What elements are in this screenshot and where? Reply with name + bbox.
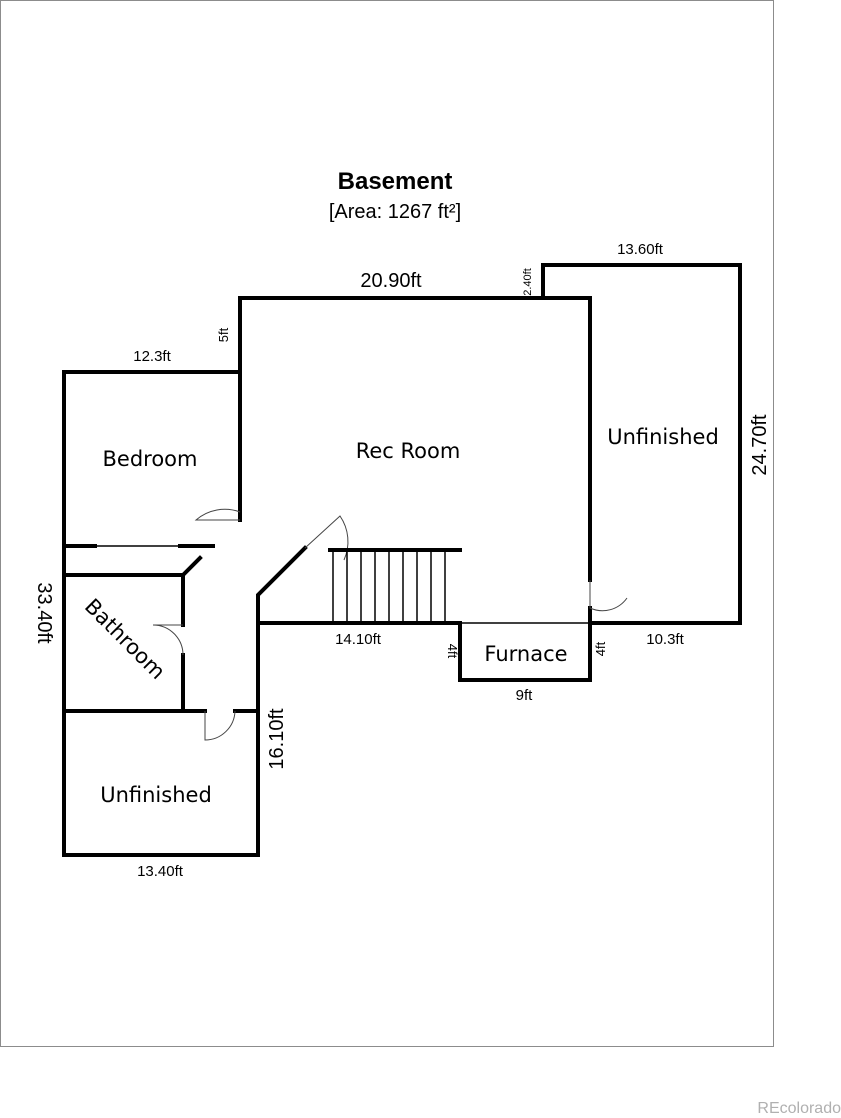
floor-area: [Area: 1267 ft²] <box>328 201 462 223</box>
rec-room-bottom-wall <box>256 545 308 625</box>
bedroom-walls <box>62 370 242 857</box>
dim-left-side: 33.40ft <box>33 582 55 644</box>
rec-room-label: Rec Room <box>356 439 461 463</box>
bathroom-label: Bathroom <box>80 594 170 684</box>
stairs <box>328 548 462 621</box>
unfinished-bottom-label: Unfinished <box>100 783 212 807</box>
unfinished-right-walls <box>541 263 742 625</box>
room-labels: Bedroom Rec Room Unfinished Bathroom Unf… <box>80 425 719 807</box>
unfinished-bottom-walls <box>62 621 260 857</box>
floorplan-frame <box>0 0 774 1047</box>
dim-furnace-left: 4ft <box>445 644 460 659</box>
dim-bedroom-top: 12.3ft <box>133 348 171 365</box>
floor-title: Basement <box>337 168 453 195</box>
walls <box>62 263 742 857</box>
door-tracks <box>95 545 590 624</box>
dimension-labels: 20.90ft 13.60ft 2.40ft 12.3ft 5ft 24.70f… <box>33 241 771 880</box>
bedroom-label: Bedroom <box>103 447 198 471</box>
rec-room-door-arc <box>304 515 349 561</box>
dim-right-top: 13.60ft <box>617 241 664 258</box>
dim-bedroom-offset: 5ft <box>216 327 231 342</box>
dim-right-bottom: 10.3ft <box>646 631 684 648</box>
dim-furnace-bottom: 9ft <box>516 687 534 704</box>
dim-furnace-right: 4ft <box>593 641 608 656</box>
dim-bottom-width: 13.40ft <box>137 863 184 880</box>
furnace-walls <box>458 621 592 682</box>
rec-room-walls <box>238 296 592 582</box>
bottom-unfinished-door-arc <box>204 710 236 741</box>
dim-rec-top: 20.90ft <box>360 270 422 292</box>
door-swings <box>152 508 628 741</box>
bedroom-door-arc <box>194 508 241 521</box>
watermark: REcolorado <box>757 1100 841 1117</box>
dim-rec-bottom: 14.10ft <box>335 631 382 648</box>
bathroom-top-wall <box>62 555 203 577</box>
bathroom-door-arc <box>152 624 184 656</box>
dim-bottom-side: 16.10ft <box>266 708 288 770</box>
right-unfinished-door-arc <box>589 580 628 612</box>
furnace-label: Furnace <box>484 642 567 666</box>
dim-right-offset: 2.40ft <box>522 268 534 296</box>
unfinished-right-label: Unfinished <box>607 425 719 449</box>
dim-right-side: 24.70ft <box>749 414 771 476</box>
